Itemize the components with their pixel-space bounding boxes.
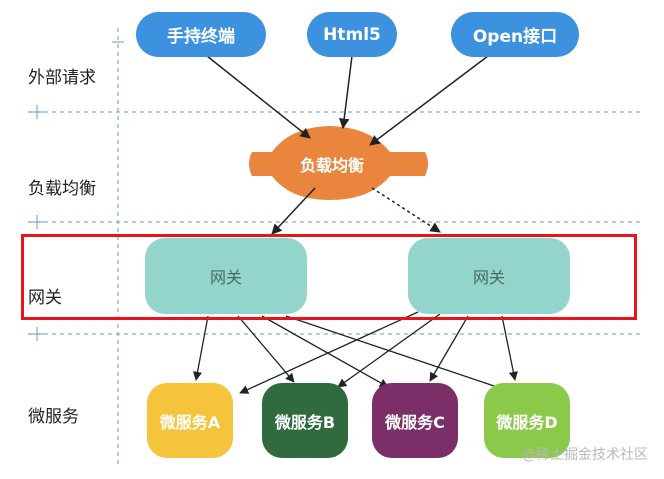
microservice-a: 微服务A [147, 383, 233, 458]
arrow-lb-to-gateway1 [271, 187, 316, 235]
arrow-gw2-to-msc [429, 315, 469, 382]
load-balancer-shape [249, 126, 428, 200]
microservice-c: 微服务C [372, 383, 458, 458]
layer-label-gateway: 网关 [28, 288, 62, 308]
arrow-client1-to-lb [206, 55, 311, 139]
arrow-gw2-to-msb [337, 313, 441, 388]
arrow-gw1-to-msa [193, 315, 209, 381]
arrow-gw2-to-msd [501, 315, 518, 381]
layer-label-load-balancing: 负载均衡 [28, 179, 96, 199]
gateway-1: 网关 [145, 238, 307, 314]
arrow-gw1-to-msb [237, 315, 295, 383]
arrow-lb-to-gateway2 [371, 187, 441, 233]
microservice-b: 微服务B [262, 383, 348, 458]
layer-label-external-requests: 外部请求 [28, 68, 96, 88]
load-balancer-label: 负载均衡 [299, 156, 364, 175]
client-handheld-terminal: 手持终端 [136, 12, 266, 57]
layer-label-microservices: 微服务 [28, 407, 79, 427]
arrow-client2-to-lb [338, 55, 353, 130]
client-open-api: Open接口 [451, 12, 579, 57]
arrow-gw2-to-msa [239, 311, 419, 394]
client-html5: Html5 [307, 12, 397, 57]
microservice-d: 微服务D [484, 383, 570, 458]
arrow-gw1-to-msc [261, 315, 389, 388]
watermark: @稀土掘金技术社区 [522, 447, 648, 463]
arrow-client3-to-lb [369, 55, 489, 146]
gateway-2: 网关 [408, 238, 570, 314]
gateway-highlight-box [21, 234, 637, 320]
arrow-gw1-to-msd [285, 315, 507, 392]
